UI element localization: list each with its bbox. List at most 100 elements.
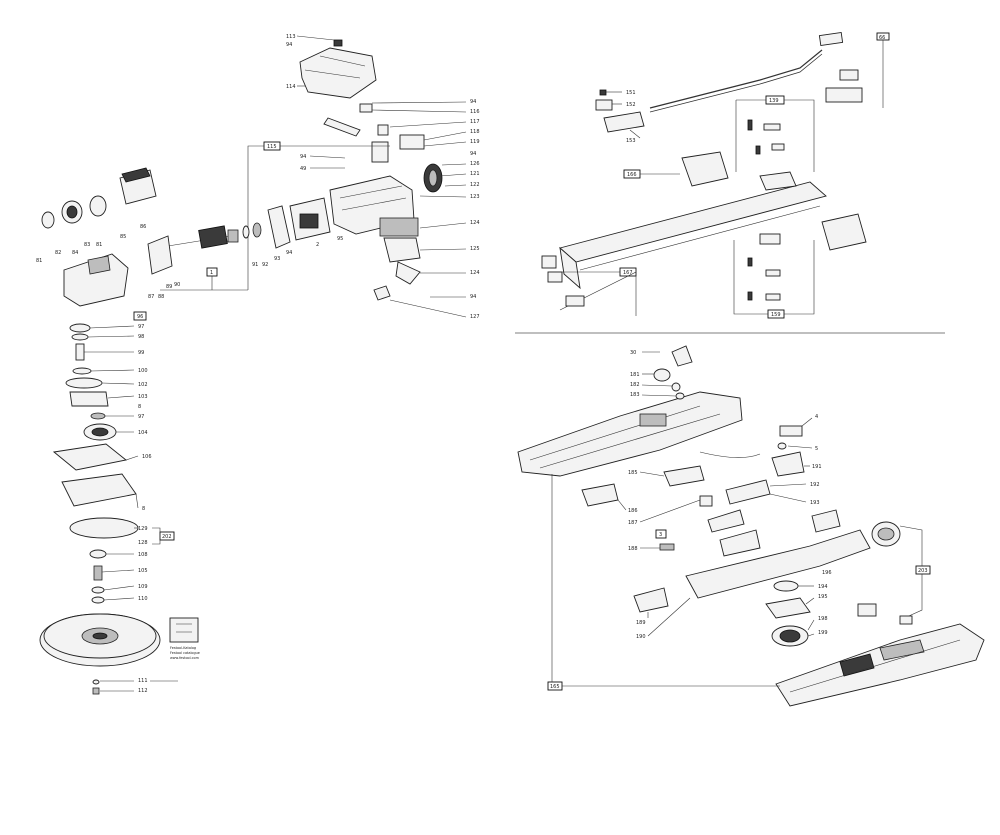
label-187: 187 — [628, 520, 638, 526]
label-128: 128 — [138, 540, 148, 546]
label-97b: 97 — [138, 414, 144, 420]
rear-handle — [775, 603, 985, 707]
motor-internals — [167, 197, 331, 249]
label-182: 182 — [630, 382, 640, 388]
label-117: 117 — [470, 119, 480, 125]
label-127: 127 — [470, 314, 480, 320]
cover-part-114 — [299, 39, 377, 99]
label-129: 129 — [138, 526, 148, 532]
cable-housing — [681, 151, 729, 187]
ref-box-203 — [915, 565, 931, 575]
motor-housing — [329, 175, 421, 301]
catalog-line-3: www.festool.com — [170, 656, 200, 660]
ref-box-3 — [655, 529, 667, 539]
label-123: 123 — [470, 194, 480, 200]
ref-box-96 — [133, 311, 147, 321]
label-98: 98 — [138, 334, 144, 340]
label-90: 90 — [174, 282, 180, 288]
label-49: 49 — [300, 166, 306, 172]
label-105: 105 — [138, 568, 148, 574]
catalog-line-1: Festool-Katalog — [170, 646, 196, 650]
label-119: 119 — [470, 139, 480, 145]
spindle-stack — [52, 323, 139, 604]
label-122: 122 — [470, 182, 480, 188]
label-100: 100 — [138, 368, 148, 374]
label-96: 96 — [137, 314, 143, 320]
switch-contacts — [747, 119, 785, 155]
cable-plug — [771, 425, 805, 477]
label-86: 86 — [140, 224, 146, 230]
label-85: 85 — [120, 234, 126, 240]
label-188: 188 — [628, 546, 638, 552]
catalog-card — [169, 617, 199, 643]
label-102: 102 — [138, 382, 148, 388]
label-192: 192 — [810, 482, 820, 488]
label-8b: 8 — [142, 506, 145, 512]
label-94f: 94 — [286, 250, 292, 256]
end-cap — [821, 213, 867, 251]
label-118: 118 — [470, 129, 480, 135]
label-195: 195 — [818, 594, 828, 600]
switch-module — [581, 465, 771, 551]
label-115: 115 — [267, 144, 277, 150]
label-113: 113 — [286, 34, 296, 40]
label-199: 199 — [818, 630, 828, 636]
label-124b: 124 — [470, 270, 480, 276]
connector — [759, 171, 797, 191]
label-126: 126 — [470, 161, 480, 167]
label-183: 183 — [630, 392, 640, 398]
label-106: 106 — [142, 454, 152, 460]
label-97: 97 — [138, 324, 144, 330]
label-167: 167 — [623, 270, 633, 276]
label-116: 116 — [470, 109, 480, 115]
label-109: 109 — [138, 584, 148, 590]
switch-parts — [323, 103, 443, 193]
label-94e: 94 — [300, 154, 306, 160]
extension-tube — [559, 181, 827, 290]
label-193: 193 — [810, 500, 820, 506]
label-181: 181 — [630, 372, 640, 378]
sanding-pad — [39, 613, 161, 695]
label-194: 194 — [818, 584, 828, 590]
label-66: 66 — [879, 35, 885, 41]
handle-parts — [633, 587, 669, 613]
label-191: 191 — [812, 464, 822, 470]
label-3: 3 — [659, 532, 662, 538]
label-81b: 81 — [96, 242, 102, 248]
label-196: 196 — [822, 570, 832, 576]
label-159: 159 — [771, 312, 781, 318]
label-94d: 94 — [470, 294, 476, 300]
label-94b: 94 — [470, 99, 476, 105]
gear-head — [41, 167, 173, 307]
label-91: 91 — [252, 262, 258, 268]
label-186: 186 — [628, 508, 638, 514]
label-103: 103 — [138, 394, 148, 400]
label-111: 111 — [138, 678, 148, 684]
label-87: 87 — [148, 294, 154, 300]
label-112: 112 — [138, 688, 148, 694]
label-92: 92 — [262, 262, 268, 268]
label-152: 152 — [626, 102, 636, 108]
label-189: 189 — [636, 620, 646, 626]
label-1: 1 — [210, 270, 213, 276]
label-84: 84 — [72, 250, 78, 256]
label-99: 99 — [138, 350, 144, 356]
label-151: 151 — [626, 90, 636, 96]
label-202: 202 — [162, 534, 172, 540]
label-93: 93 — [274, 256, 280, 262]
lower-contacts — [747, 233, 781, 301]
label-89: 89 — [166, 284, 172, 290]
label-165: 165 — [550, 684, 560, 690]
hose-connector — [685, 509, 901, 599]
label-95: 95 — [337, 236, 343, 242]
label-4: 4 — [815, 414, 818, 420]
bearing-parts — [765, 580, 811, 647]
front-parts — [653, 345, 693, 400]
hose-and-cable — [649, 32, 863, 113]
label-198: 198 — [818, 616, 828, 622]
plug-parts — [595, 89, 645, 133]
label-110: 110 — [138, 596, 148, 602]
label-30: 30 — [630, 350, 636, 356]
label-94: 94 — [286, 42, 292, 48]
